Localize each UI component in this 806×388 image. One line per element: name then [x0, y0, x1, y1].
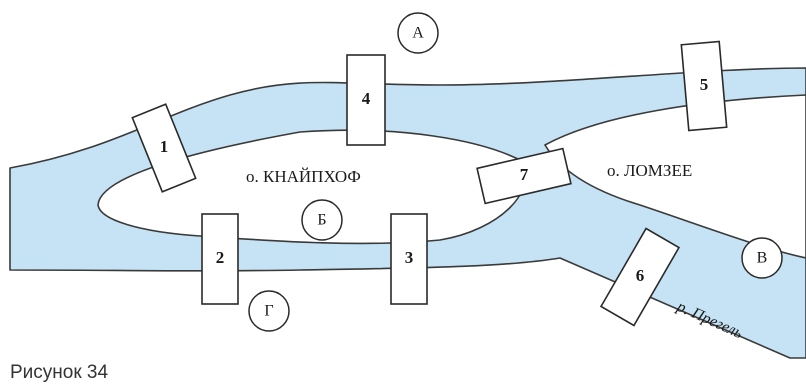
- land-area-g: Г: [248, 290, 290, 332]
- land-area-v: В: [741, 237, 783, 279]
- bridge-5-label: 5: [700, 75, 709, 94]
- bridge-3: 3: [390, 213, 428, 305]
- bridge-6: 6: [599, 227, 681, 327]
- land-area-v-label: В: [757, 250, 768, 267]
- island-lomse-label: о. ЛОМЗЕЕ: [607, 161, 692, 180]
- island-kneiphof-label: о. КНАЙПХОФ: [246, 167, 361, 186]
- bridge-2: 2: [201, 213, 239, 305]
- bridge-3-label: 3: [405, 248, 414, 267]
- land-area-a-label: А: [412, 25, 424, 42]
- bridge-4: 4: [346, 54, 386, 146]
- bridge-7-label: 7: [520, 165, 529, 184]
- land-area-b-label: Б: [317, 212, 326, 229]
- figure-caption: Рисунок 34: [10, 362, 109, 383]
- bridge-4-label: 4: [362, 89, 371, 108]
- bridge-7: 7: [476, 147, 572, 205]
- bridge-2-label: 2: [216, 248, 225, 267]
- bridge-1-label: 1: [160, 137, 169, 156]
- land-area-b: Б: [301, 199, 343, 241]
- land-area-a: А: [397, 12, 439, 54]
- bridge-6-label: 6: [636, 266, 645, 285]
- bridge-5: 5: [680, 40, 728, 132]
- land-area-g-label: Г: [264, 303, 273, 320]
- bridge-1: 1: [131, 103, 197, 193]
